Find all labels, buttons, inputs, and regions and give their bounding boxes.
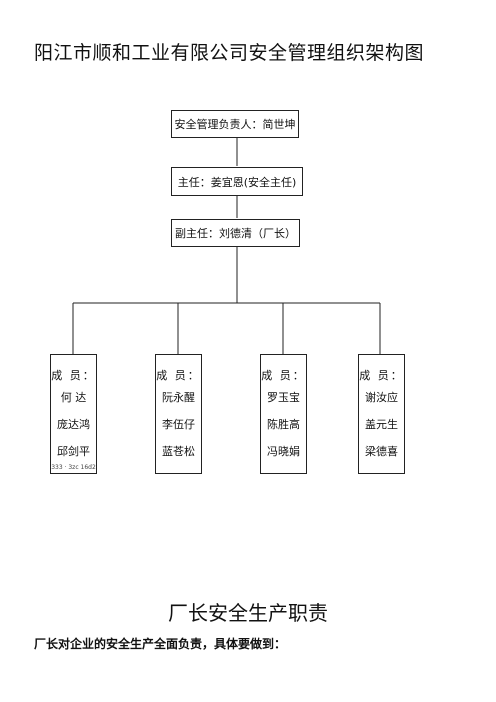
member-name: 罗玉宝 [267, 391, 300, 404]
director-box: 主任：姜宜恩(安全主任) [171, 167, 303, 196]
page-title: 阳江市顺和工业有限公司安全管理组织架构图 [34, 42, 425, 64]
member-group-1: 成 员： 何 达 庞达鸿 邱剑平 333 · 3zc 16d2 [50, 354, 97, 474]
member-group-label: 成 员： [51, 369, 96, 382]
member-name: 盖元生 [365, 418, 398, 431]
member-group-note: 333 · 3zc 16d2 [51, 464, 96, 471]
member-group-4: 成 员： 谢汝应 盖元生 梁德喜 [358, 354, 405, 474]
member-name: 何 达 [60, 391, 87, 404]
member-group-3: 成 员： 罗玉宝 陈胜高 冯晓娟 [260, 354, 307, 474]
member-group-2: 成 员： 阮永醒 李伍仔 蓝苍松 [155, 354, 202, 474]
member-name: 蓝苍松 [162, 445, 195, 458]
member-group-label: 成 员： [156, 369, 201, 382]
section-paragraph: 厂长对企业的安全生产全面负责，具体要做到： [34, 637, 287, 651]
member-name: 阮永醒 [162, 391, 195, 404]
section-title: 厂长安全生产职责 [168, 601, 328, 625]
member-group-label: 成 员： [261, 369, 306, 382]
member-name: 邱剑平 [57, 445, 90, 458]
member-group-label: 成 员： [359, 369, 404, 382]
deputy-box: 副主任：刘德清（厂长） [171, 219, 300, 247]
member-name: 庞达鸿 [57, 418, 90, 431]
head-box: 安全管理负责人：简世坤 [171, 110, 299, 138]
member-name: 冯晓娟 [267, 445, 300, 458]
member-name: 谢汝应 [365, 391, 398, 404]
member-name: 李伍仔 [162, 418, 195, 431]
member-name: 陈胜高 [267, 418, 300, 431]
member-name: 梁德喜 [365, 445, 398, 458]
director-label: 主任：姜宜恩(安全主任) [177, 175, 297, 189]
deputy-label: 副主任：刘德清（厂长） [175, 227, 296, 240]
head-label: 安全管理负责人：简世坤 [174, 118, 296, 131]
